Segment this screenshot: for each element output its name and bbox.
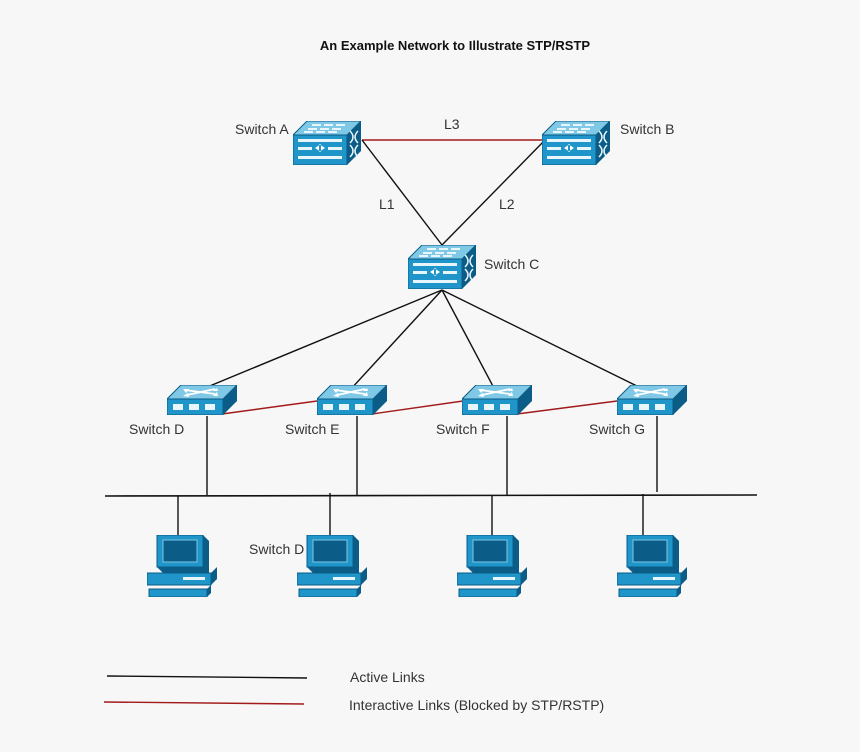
diagram-title: An Example Network to Illustrate STP/RST… xyxy=(320,38,590,53)
lan-bus xyxy=(104,494,758,497)
switch-g-icon[interactable] xyxy=(617,385,687,415)
switch-c-icon[interactable] xyxy=(408,245,476,289)
link-l2 xyxy=(441,139,546,246)
link-l1-label: L1 xyxy=(379,196,395,212)
workstation-2-label: Switch D xyxy=(249,541,304,557)
switch-a-icon[interactable] xyxy=(293,121,361,165)
switch-c-label: Switch C xyxy=(484,256,539,272)
switch-e-label: Switch E xyxy=(285,421,339,437)
legend-active-line xyxy=(106,675,308,679)
switch-e-icon[interactable] xyxy=(317,385,387,415)
link-c-e xyxy=(349,289,443,391)
link-c-d xyxy=(199,289,443,391)
link-f-g xyxy=(516,400,618,415)
link-e-f xyxy=(371,400,464,415)
switch-b-icon[interactable] xyxy=(542,121,610,165)
switch-b-label: Switch B xyxy=(620,121,674,137)
workstation-2-icon[interactable] xyxy=(297,535,367,597)
workstation-1-icon[interactable] xyxy=(147,535,217,597)
link-l2-label: L2 xyxy=(499,196,515,212)
legend-active-label: Active Links xyxy=(350,669,425,685)
switch-a-label: Switch A xyxy=(235,121,289,137)
link-l1 xyxy=(361,139,443,246)
legend-blocked-line xyxy=(103,701,305,705)
link-l3-label: L3 xyxy=(444,116,460,132)
workstation-3-icon[interactable] xyxy=(457,535,527,597)
legend-blocked-label: Interactive Links (Blocked by STP/RSTP) xyxy=(349,697,604,713)
switch-g-label: Switch G xyxy=(589,421,645,437)
switch-f-label: Switch F xyxy=(436,421,490,437)
switch-d-label: Switch D xyxy=(129,421,184,437)
link-d-e xyxy=(221,400,318,415)
workstation-4-icon[interactable] xyxy=(617,535,687,597)
link-c-g xyxy=(441,289,646,391)
switch-f-icon[interactable] xyxy=(462,385,532,415)
link-c-f xyxy=(441,289,496,391)
switch-d-icon[interactable] xyxy=(167,385,237,415)
